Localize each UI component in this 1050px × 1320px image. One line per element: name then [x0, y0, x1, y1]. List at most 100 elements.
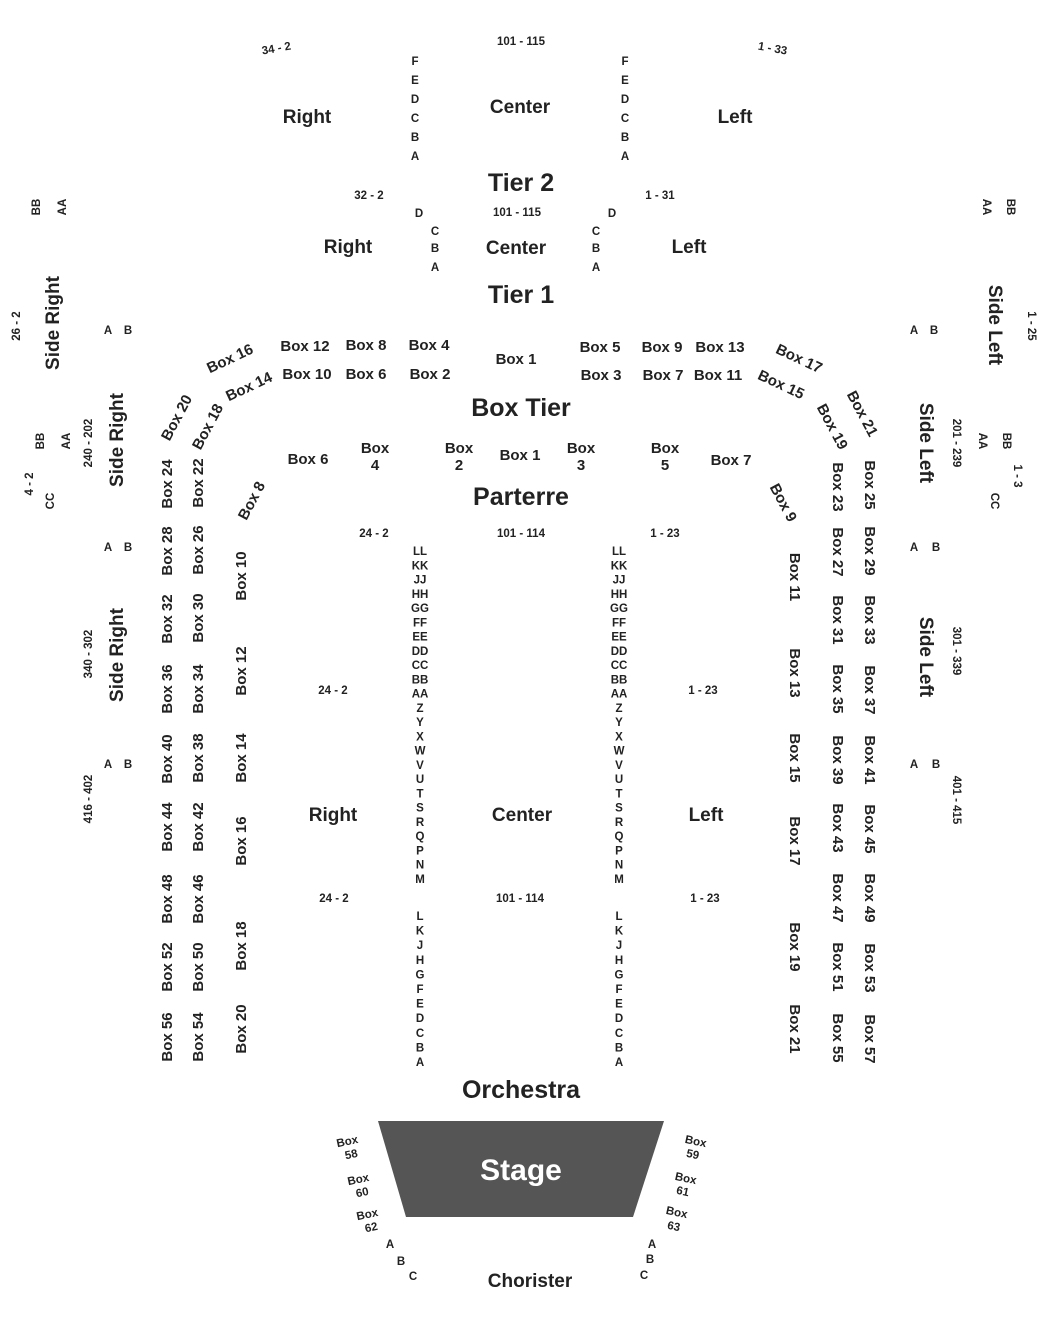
box-15[interactable]: Box 15 [786, 733, 803, 782]
box-tier-box-11[interactable]: Box 11 [694, 367, 742, 384]
box-61[interactable]: Box 61 [674, 1171, 698, 1199]
parterre-box-7[interactable]: Box 7 [711, 452, 752, 469]
side-right-mid-area[interactable]: Side Right [107, 392, 128, 487]
box-42[interactable]: Box 42 [190, 802, 207, 851]
box-13[interactable]: Box 13 [786, 648, 803, 697]
box-62[interactable]: Box 62 [355, 1207, 379, 1235]
box-28[interactable]: Box 28 [159, 526, 176, 575]
box-56[interactable]: Box 56 [159, 1012, 176, 1061]
box-55[interactable]: Box 55 [829, 1013, 846, 1062]
box-tier-box-8[interactable]: Box 8 [346, 337, 387, 354]
box-tier-box-5[interactable]: Box 5 [580, 339, 621, 356]
box-12[interactable]: Box 12 [233, 646, 250, 695]
box-tier-box-3[interactable]: Box 3 [581, 367, 622, 384]
box-58[interactable]: Box 58 [335, 1134, 359, 1162]
box-tier-box-10[interactable]: Box 10 [282, 366, 331, 383]
box-35[interactable]: Box 35 [829, 664, 846, 713]
box-45[interactable]: Box 45 [861, 804, 878, 853]
box-24[interactable]: Box 24 [159, 459, 176, 509]
box-36[interactable]: Box 36 [159, 664, 176, 713]
box-46[interactable]: Box 46 [190, 874, 207, 923]
box-tier-box-6[interactable]: Box 6 [346, 366, 387, 383]
box-17[interactable]: Box 17 [786, 816, 803, 865]
side-left-300-area[interactable]: Side Left [915, 617, 936, 698]
box-tier-box-21[interactable]: Box 21 [843, 388, 881, 439]
tier1-left-area[interactable]: Left [672, 237, 708, 258]
box-30[interactable]: Box 30 [190, 593, 207, 642]
box-51[interactable]: Box 51 [829, 942, 846, 991]
box-14[interactable]: Box 14 [233, 733, 250, 783]
box-tier-box-2[interactable]: Box 2 [410, 366, 451, 383]
box-38[interactable]: Box 38 [190, 733, 207, 782]
parterre-box-4[interactable]: Box 4 [361, 440, 390, 474]
tier2-left-area[interactable]: Left [718, 107, 754, 128]
box-41[interactable]: Box 41 [861, 735, 878, 784]
orch-right-area[interactable]: Right [309, 805, 358, 826]
box-tier-box-13[interactable]: Box 13 [695, 339, 744, 356]
box-54[interactable]: Box 54 [190, 1012, 207, 1062]
box-10[interactable]: Box 10 [233, 551, 250, 600]
box-tier-box-18[interactable]: Box 18 [189, 401, 227, 452]
box-59[interactable]: Box 59 [684, 1134, 708, 1162]
side-left-mid-area[interactable]: Side Left [915, 403, 936, 484]
box-44[interactable]: Box 44 [159, 802, 176, 852]
box-53[interactable]: Box 53 [861, 943, 878, 992]
orch-left-area[interactable]: Left [689, 805, 725, 826]
side-right-upper-area[interactable]: Side Right [43, 275, 64, 370]
box-43[interactable]: Box 43 [829, 803, 846, 852]
tier1-center-area[interactable]: Center [486, 238, 547, 259]
side-right-300-area[interactable]: Side Right [107, 607, 128, 702]
box-tier-box-15[interactable]: Box 15 [755, 367, 807, 403]
box-25[interactable]: Box 25 [861, 460, 878, 509]
box-34[interactable]: Box 34 [190, 664, 207, 714]
parterre-box-3[interactable]: Box 3 [567, 440, 596, 474]
box-37[interactable]: Box 37 [861, 665, 878, 714]
box-19[interactable]: Box 19 [786, 922, 803, 971]
box-26[interactable]: Box 26 [190, 525, 207, 574]
box-49[interactable]: Box 49 [861, 873, 878, 922]
box-tier-box-16[interactable]: Box 16 [204, 341, 256, 377]
box-31[interactable]: Box 31 [829, 595, 846, 644]
box-57[interactable]: Box 57 [861, 1014, 878, 1063]
box-48[interactable]: Box 48 [159, 874, 176, 923]
box-52[interactable]: Box 52 [159, 942, 176, 991]
side-left-upper-area[interactable]: Side Left [984, 285, 1005, 366]
chorister-title[interactable]: Chorister [488, 1271, 573, 1292]
parterre-box-2[interactable]: Box 2 [445, 440, 474, 474]
orch-center-area[interactable]: Center [492, 805, 553, 826]
parterre-box-5[interactable]: Box 5 [651, 440, 680, 474]
box-tier-box-9[interactable]: Box 9 [642, 339, 683, 356]
box-tier-box-19[interactable]: Box 19 [813, 401, 851, 452]
box-40[interactable]: Box 40 [159, 734, 176, 783]
box-22[interactable]: Box 22 [190, 458, 207, 507]
box-23[interactable]: Box 23 [829, 462, 846, 511]
box-tier-box-7[interactable]: Box 7 [643, 367, 684, 384]
tier2-right-area[interactable]: Right [283, 107, 332, 128]
parterre-box-6[interactable]: Box 6 [288, 451, 329, 468]
box-tier-box-1[interactable]: Box 1 [496, 351, 537, 368]
box-60[interactable]: Box 60 [346, 1172, 370, 1200]
parterre-box-9[interactable]: Box 9 [766, 481, 800, 525]
tier2-center-area[interactable]: Center [490, 97, 551, 118]
box-63[interactable]: Box 63 [665, 1205, 689, 1234]
box-47[interactable]: Box 47 [829, 873, 846, 922]
box-tier-box-14[interactable]: Box 14 [223, 369, 275, 405]
box-tier-box-17[interactable]: Box 17 [773, 341, 825, 377]
parterre-box-8[interactable]: Box 8 [235, 479, 269, 523]
parterre-box-1[interactable]: Box 1 [500, 447, 541, 464]
box-21[interactable]: Box 21 [786, 1004, 803, 1053]
box-tier-box-12[interactable]: Box 12 [280, 338, 329, 355]
stage-shape[interactable] [378, 1121, 664, 1217]
box-39[interactable]: Box 39 [829, 735, 846, 784]
box-33[interactable]: Box 33 [861, 595, 878, 644]
box-16[interactable]: Box 16 [233, 816, 250, 865]
box-32[interactable]: Box 32 [159, 594, 176, 643]
box-20[interactable]: Box 20 [233, 1004, 250, 1053]
box-tier-box-20[interactable]: Box 20 [158, 392, 196, 443]
box-27[interactable]: Box 27 [829, 527, 846, 576]
box-50[interactable]: Box 50 [190, 942, 207, 991]
box-29[interactable]: Box 29 [861, 526, 878, 575]
tier1-right-area[interactable]: Right [324, 237, 373, 258]
box-18[interactable]: Box 18 [233, 921, 250, 970]
box-tier-box-4[interactable]: Box 4 [409, 337, 451, 354]
